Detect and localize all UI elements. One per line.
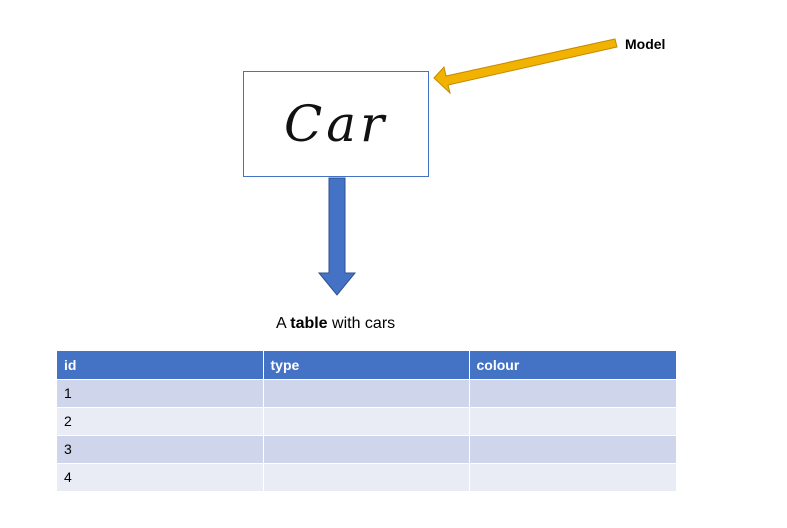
caption-prefix: A [276, 315, 291, 332]
cell-id: 1 [57, 378, 264, 407]
header-type: type [263, 351, 470, 379]
cell-colour [469, 378, 676, 407]
cell-id: 4 [57, 462, 264, 491]
caption-suffix: with cars [327, 315, 396, 332]
table-row: 1 [57, 378, 676, 407]
cell-type [263, 378, 470, 407]
table-row: 2 [57, 406, 676, 435]
caption: A table with cars [276, 314, 395, 334]
model-box-text: Car [284, 95, 388, 153]
cell-type [263, 462, 470, 491]
table-header-row: id type colour [57, 351, 676, 379]
cell-id: 3 [57, 434, 264, 463]
cell-id: 2 [57, 406, 264, 435]
header-colour: colour [469, 351, 676, 379]
table-row: 4 [57, 462, 676, 491]
header-id: id [57, 351, 264, 379]
down-arrow [317, 177, 357, 296]
cell-colour [469, 406, 676, 435]
cell-colour [469, 462, 676, 491]
cell-colour [469, 434, 676, 463]
model-arrow [433, 38, 618, 95]
caption-bold: table [290, 315, 328, 332]
model-label: Model [625, 36, 666, 52]
cell-type [263, 406, 470, 435]
cars-table: id type colour 1 2 3 4 [57, 351, 676, 491]
table-row: 3 [57, 434, 676, 463]
model-box: Car [243, 71, 429, 177]
cell-type [263, 434, 470, 463]
